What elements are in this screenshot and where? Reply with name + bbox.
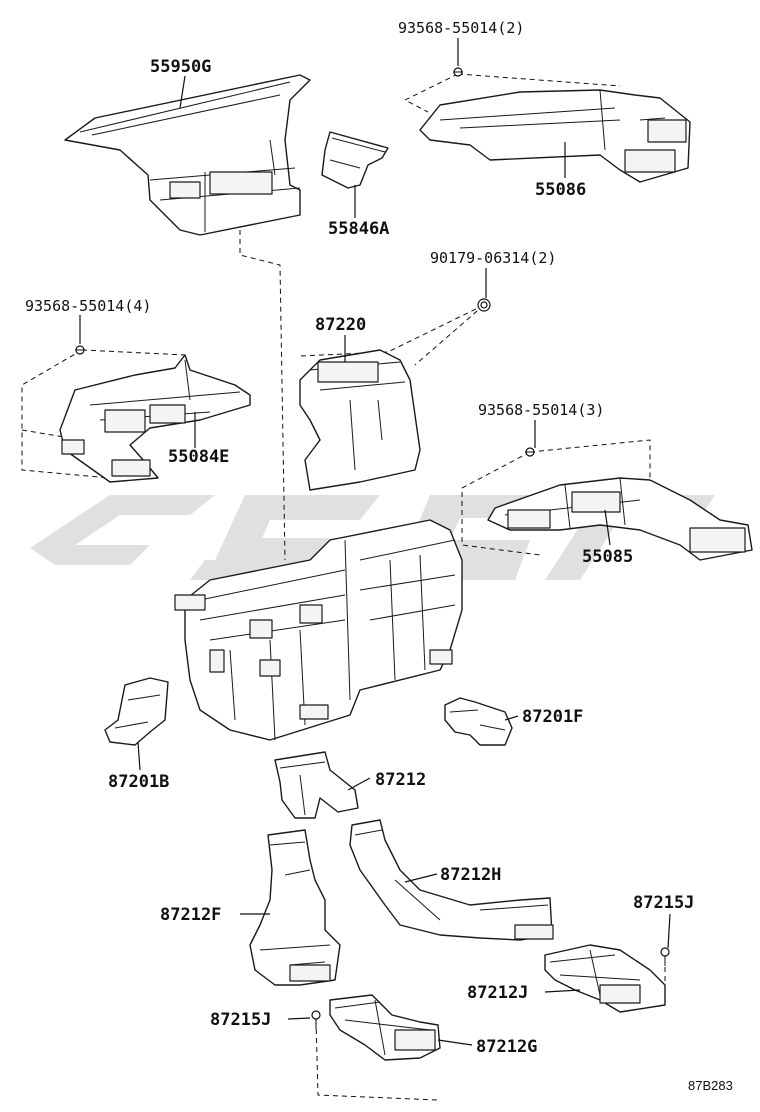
label-87220: 87220: [315, 315, 366, 335]
label-87212H: 87212H: [440, 865, 501, 885]
drawing-code: 87B283: [688, 1078, 733, 1093]
label-87215J-left: 87215J: [210, 1010, 271, 1030]
bolt-icon: [75, 345, 85, 355]
bolt-icon: [525, 447, 535, 457]
label-55085: 55085: [582, 547, 633, 567]
bolt-icon: [453, 67, 463, 77]
part-87212G-illustration: [329, 994, 441, 1061]
part-87201F-illustration: [444, 697, 513, 746]
screw-icon: [660, 947, 670, 966]
part-55085-illustration: [487, 477, 753, 561]
leader-lines: [79, 38, 671, 1046]
part-87212-illustration: [274, 751, 359, 819]
label-87212F: 87212F: [160, 905, 221, 925]
part-55950G-illustration: [64, 74, 311, 236]
label-87201F: 87201F: [522, 707, 583, 727]
label-55086: 55086: [535, 180, 586, 200]
label-90179-06314-2: 90179-06314(2): [430, 249, 556, 267]
dashed-guides: [21, 73, 666, 1101]
part-55084E-illustration: [59, 354, 251, 483]
part-87201B-illustration: [104, 677, 169, 746]
part-labels: 55950G 93568-55014(2) 55086 55846A 90179…: [25, 19, 733, 1093]
label-55950G: 55950G: [150, 57, 211, 77]
fasteners: [75, 67, 670, 1029]
part-55846A-illustration: [321, 131, 389, 189]
nut-icon: [477, 298, 491, 312]
part-87212F-illustration: [249, 829, 341, 986]
part-87212J-illustration: [544, 944, 666, 1013]
label-93568-55014-2: 93568-55014(2): [398, 19, 524, 37]
part-87212H-illustration: [349, 819, 554, 941]
label-93568-55014-3: 93568-55014(3): [478, 401, 604, 419]
part-55086-illustration: [419, 89, 691, 183]
screw-icon: [311, 1010, 321, 1029]
label-87212: 87212: [375, 770, 426, 790]
label-87201B: 87201B: [108, 772, 169, 792]
label-87215J-right: 87215J: [633, 893, 694, 913]
label-87212G: 87212G: [476, 1037, 537, 1057]
label-55846A: 55846A: [328, 219, 389, 239]
label-55084E: 55084E: [168, 447, 229, 467]
label-87212J: 87212J: [467, 983, 528, 1003]
label-93568-55014-4: 93568-55014(4): [25, 297, 151, 315]
hvac-unit-illustration: [174, 519, 463, 741]
part-87220-illustration: [299, 349, 421, 491]
